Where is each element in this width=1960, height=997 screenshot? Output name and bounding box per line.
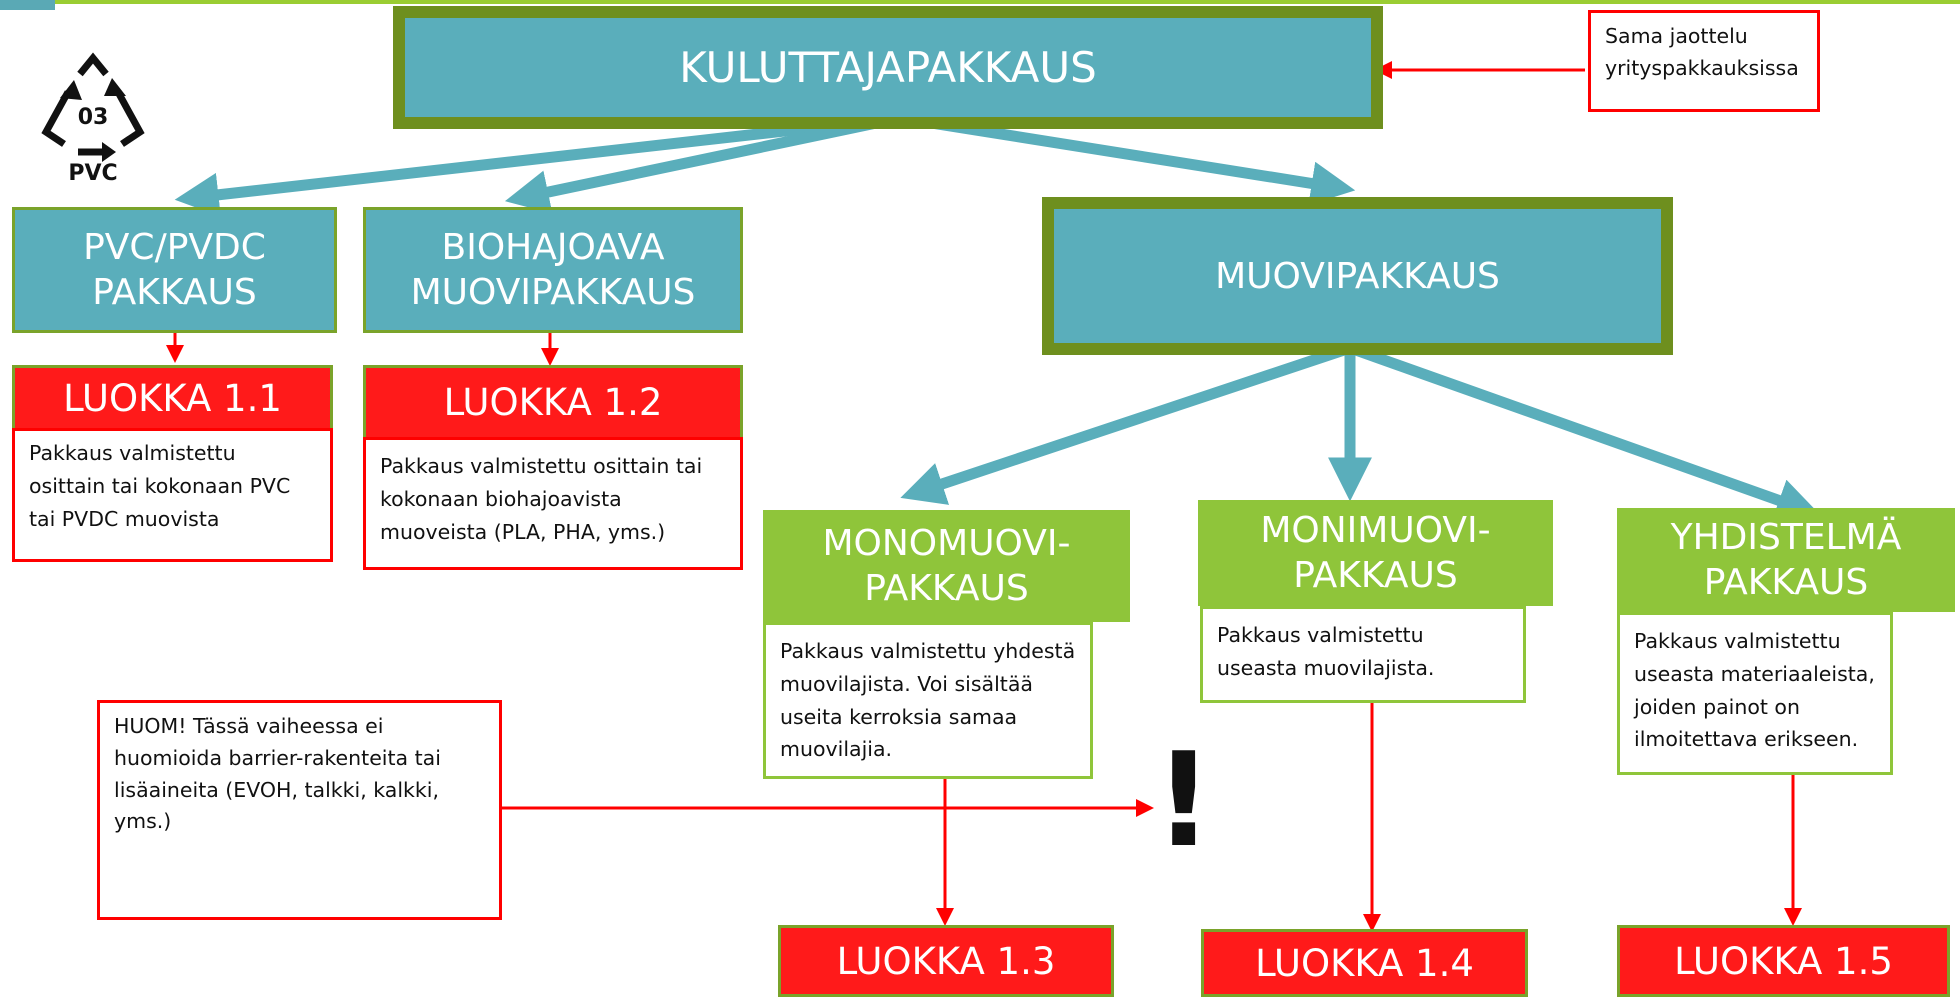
yhd-desc-text: Pakkaus valmistettu useasta materiaaleis… xyxy=(1634,629,1875,752)
mono-desc-text: Pakkaus valmistettu yhdestä muovilajista… xyxy=(780,639,1076,762)
top-accent-tab xyxy=(0,0,55,10)
class-12-label: LUOKKA 1.2 xyxy=(443,381,663,424)
yhd-label: YHDISTELMÄ PAKKAUS xyxy=(1670,517,1902,603)
moni-desc-text: Pakkaus valmistettu useasta muovilajista… xyxy=(1217,623,1435,680)
bio-label: BIOHAJOAVA MUOVIPAKKAUS xyxy=(410,227,696,313)
bio-node: BIOHAJOAVA MUOVIPAKKAUS xyxy=(363,207,743,333)
mono-desc: Pakkaus valmistettu yhdestä muovilajista… xyxy=(763,622,1093,779)
class-13-label: LUOKKA 1.3 xyxy=(836,939,1056,983)
class-12-desc-text: Pakkaus valmistettu osittain tai kokonaa… xyxy=(380,454,703,544)
mono-node: MONOMUOVI-PAKKAUS xyxy=(763,510,1130,622)
recycle-material: PVC xyxy=(68,161,117,182)
pvc-node: PVC/PVDC PAKKAUS xyxy=(12,207,337,333)
top-note: Sama jaottelu yrityspakkauksissa xyxy=(1588,10,1820,112)
top-note-text: Sama jaottelu yrityspakkauksissa xyxy=(1605,24,1799,80)
class-11-desc-text: Pakkaus valmistettu osittain tai kokonaa… xyxy=(29,441,291,531)
moni-node: MONIMUOVI-PAKKAUS xyxy=(1198,500,1553,606)
arrow-muovi-to-yhd xyxy=(1348,342,1821,522)
root-label: KULUTTAJAPAKKAUS xyxy=(679,43,1097,92)
class-14-header: LUOKKA 1.4 xyxy=(1201,929,1528,997)
moni-label: MONIMUOVI-PAKKAUS xyxy=(1260,510,1491,596)
arrow-root-to-pvc xyxy=(174,112,901,217)
yhd-node: YHDISTELMÄ PAKKAUS xyxy=(1617,508,1955,612)
yhd-desc: Pakkaus valmistettu useasta materiaaleis… xyxy=(1617,612,1893,775)
muovi-label: MUOVIPAKKAUS xyxy=(1215,255,1500,297)
mono-label: MONOMUOVI-PAKKAUS xyxy=(822,523,1071,609)
muovi-node: MUOVIPAKKAUS xyxy=(1042,197,1673,355)
root-node: KULUTTAJAPAKKAUS xyxy=(393,6,1383,129)
pvc-label: PVC/PVDC PAKKAUS xyxy=(83,227,266,313)
huom-note-text: HUOM! Tässä vaiheessa ei huomioida barri… xyxy=(114,714,441,834)
huom-note: HUOM! Tässä vaiheessa ei huomioida barri… xyxy=(97,700,502,920)
class-12-header: LUOKKA 1.2 xyxy=(363,365,743,440)
recycle-number: 03 xyxy=(78,105,109,130)
class-14-label: LUOKKA 1.4 xyxy=(1255,941,1474,985)
moni-desc: Pakkaus valmistettu useasta muovilajista… xyxy=(1200,606,1526,703)
class-11-header: LUOKKA 1.1 xyxy=(12,365,333,431)
class-12-desc: Pakkaus valmistettu osittain tai kokonaa… xyxy=(363,437,743,570)
class-13-header: LUOKKA 1.3 xyxy=(778,925,1114,997)
class-11-label: LUOKKA 1.1 xyxy=(63,376,282,420)
arrow-muovi-to-mono xyxy=(900,342,1352,505)
arrow-root-to-bio xyxy=(504,112,902,214)
exclamation-mark: ! xyxy=(1154,724,1214,876)
top-accent-bar xyxy=(0,0,1960,4)
class-11-desc: Pakkaus valmistettu osittain tai kokonaa… xyxy=(12,428,333,562)
recycle-pvc-icon: 03 PVC xyxy=(38,52,148,186)
arrow-root-to-muovi xyxy=(899,112,1356,206)
class-15-label: LUOKKA 1.5 xyxy=(1674,939,1893,983)
class-15-header: LUOKKA 1.5 xyxy=(1617,925,1950,997)
